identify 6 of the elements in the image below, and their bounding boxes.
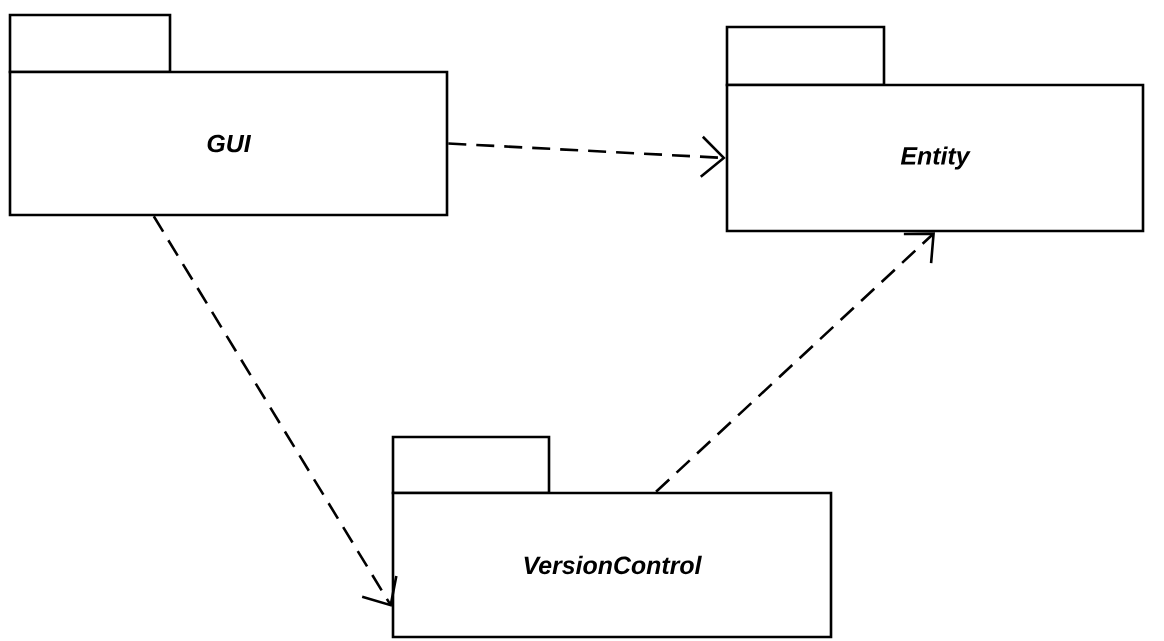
dependency-arrow: [655, 232, 935, 493]
dependency-arrow: [448, 135, 726, 178]
package-box: VersionControl: [391, 435, 833, 639]
dependency-arrow: [152, 215, 398, 607]
package-box: GUI: [8, 13, 449, 217]
package-box: Entity: [725, 25, 1145, 233]
